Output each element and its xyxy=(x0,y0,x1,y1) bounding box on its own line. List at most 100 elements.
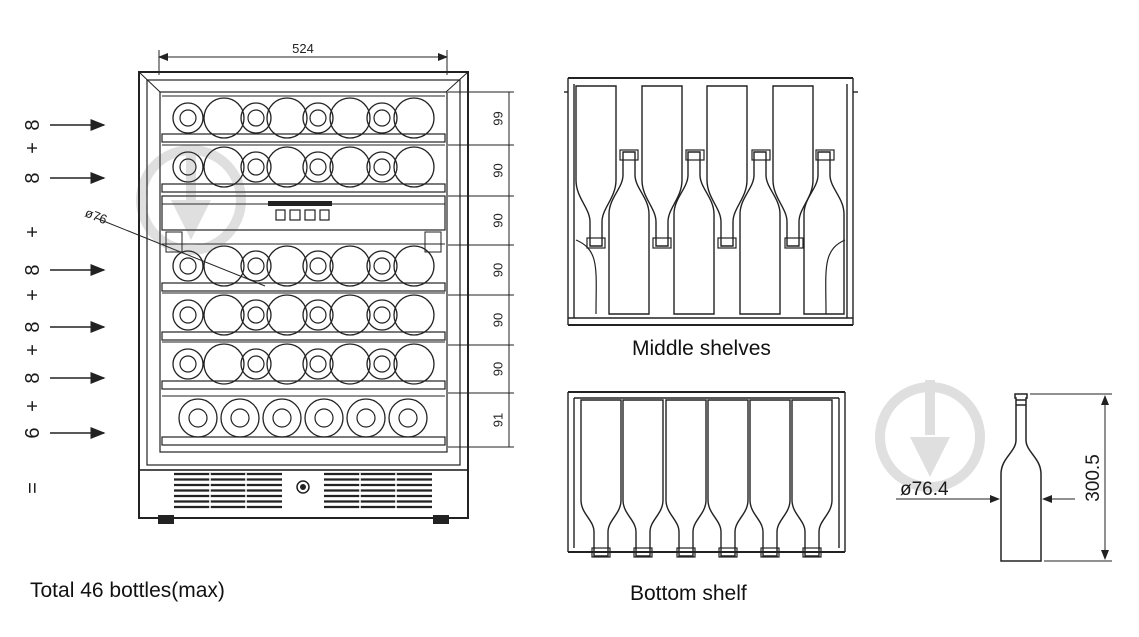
bottle-end xyxy=(393,97,435,139)
capacity-row-2: 8 xyxy=(22,172,44,183)
bottle-lower xyxy=(673,151,715,315)
middle-shelves-caption: Middle shelves xyxy=(632,337,771,360)
width-label: 524 xyxy=(292,41,314,56)
bottle-end xyxy=(304,398,344,438)
shelf-height-label: 90 xyxy=(491,362,506,376)
watermark-logo xyxy=(136,145,246,255)
bottle-end xyxy=(203,97,245,139)
shelf-height-label: 99 xyxy=(491,111,506,125)
bottle-end xyxy=(346,398,386,438)
shelf-height-label: 91 xyxy=(491,413,506,427)
fridge-shelf-row xyxy=(161,243,446,292)
bottle-diameter-dimension: ø76.4 xyxy=(900,479,949,500)
capacity-plus-3: + xyxy=(22,289,44,301)
fridge-door-glass xyxy=(159,91,448,453)
bottle-end xyxy=(366,102,398,134)
bottle-upper xyxy=(706,85,748,247)
capacity-row-3: 8 xyxy=(22,264,44,275)
bottle-end xyxy=(329,245,371,287)
bottle-bottom-shelf xyxy=(707,399,749,557)
bottle-end xyxy=(388,398,428,438)
wine-bottle xyxy=(1000,393,1042,562)
bottle-end xyxy=(203,245,245,287)
bottle-end xyxy=(240,348,272,380)
bottle-end xyxy=(366,348,398,380)
bottle-end xyxy=(172,151,204,183)
bottle-end xyxy=(393,343,435,385)
bottle-end xyxy=(393,294,435,336)
bottom-shelf-drawing xyxy=(567,391,846,558)
bottle-end xyxy=(172,102,204,134)
bottle-upper xyxy=(772,85,814,247)
fridge-shelf-row xyxy=(161,95,446,143)
bottle-end xyxy=(172,348,204,380)
shelf-height-dimensions: 99 90 90 90 90 90 91 xyxy=(448,91,514,448)
bottle-end xyxy=(329,343,371,385)
fridge-foot-right xyxy=(433,515,449,524)
fridge-shelves xyxy=(161,95,446,446)
bottle-end xyxy=(178,398,218,438)
capacity-row-6: 6 xyxy=(22,427,44,438)
bottom-shelf-caption: Bottom shelf xyxy=(630,582,747,605)
fridge-shelf-row xyxy=(161,144,446,193)
bottle-end xyxy=(302,250,334,282)
bottle-end xyxy=(220,398,260,438)
bottle-bottom-shelf xyxy=(749,399,791,557)
ventilation-grill xyxy=(138,469,469,519)
total-capacity-caption: Total 46 bottles(max) xyxy=(30,579,225,602)
capacity-arrows xyxy=(50,119,106,439)
bottle-lower xyxy=(739,151,781,315)
capacity-equals: = xyxy=(22,482,44,494)
single-bottle-drawing xyxy=(875,380,1112,562)
bottle-diameter-label: ø76 xyxy=(83,205,109,227)
shelf-height-label: 90 xyxy=(491,213,506,227)
bottle-end xyxy=(302,151,334,183)
bottle-bottom-shelf xyxy=(622,399,664,557)
bottle-bottom-shelf xyxy=(791,399,833,557)
bottle-bottom-shelf xyxy=(665,399,707,557)
bottle-end xyxy=(266,146,308,188)
bottle-end xyxy=(393,245,435,287)
watermark-logo-2 xyxy=(875,380,985,492)
capacity-plus-5: + xyxy=(22,400,44,412)
capacity-plus-2: + xyxy=(22,226,44,238)
bottle-end xyxy=(266,245,308,287)
bottle-upper xyxy=(575,85,617,247)
shelf-height-label: 90 xyxy=(491,313,506,327)
capacity-row-1: 8 xyxy=(22,119,44,130)
bottle-bottom-shelf xyxy=(580,399,622,557)
bottle-end xyxy=(366,250,398,282)
bottle-end xyxy=(266,294,308,336)
bottle-end xyxy=(240,299,272,331)
bottle-end xyxy=(262,398,302,438)
bottle-end xyxy=(203,294,245,336)
bottle-end xyxy=(240,102,272,134)
bottle-end xyxy=(302,299,334,331)
control-panel xyxy=(161,195,446,231)
bottle-end xyxy=(302,348,334,380)
bottle-end xyxy=(172,250,204,282)
fridge-shelf-row xyxy=(161,292,446,341)
capacity-row-4: 8 xyxy=(22,321,44,332)
bottle-end xyxy=(329,294,371,336)
bottle-upper xyxy=(641,85,683,247)
width-dimension xyxy=(158,50,448,75)
bottle-end xyxy=(172,299,204,331)
bottle-end xyxy=(266,97,308,139)
bottle-height-dimension: 300.5 xyxy=(1083,454,1104,502)
capacity-row-5: 8 xyxy=(22,372,44,383)
bottle-end xyxy=(240,250,272,282)
capacity-plus-4: + xyxy=(22,344,44,356)
bottle-lower xyxy=(803,151,845,315)
bottle-end xyxy=(329,97,371,139)
middle-shelves-drawing xyxy=(564,77,858,326)
bottle-lower xyxy=(608,151,650,315)
bottle-end xyxy=(240,151,272,183)
bottle-end xyxy=(302,102,334,134)
fridge-shelf-row xyxy=(161,341,446,390)
shelf-height-label: 90 xyxy=(491,163,506,177)
shelf-height-label: 90 xyxy=(491,263,506,277)
fridge-front-view: 524 ø76 xyxy=(83,41,469,524)
bottle-end xyxy=(366,151,398,183)
